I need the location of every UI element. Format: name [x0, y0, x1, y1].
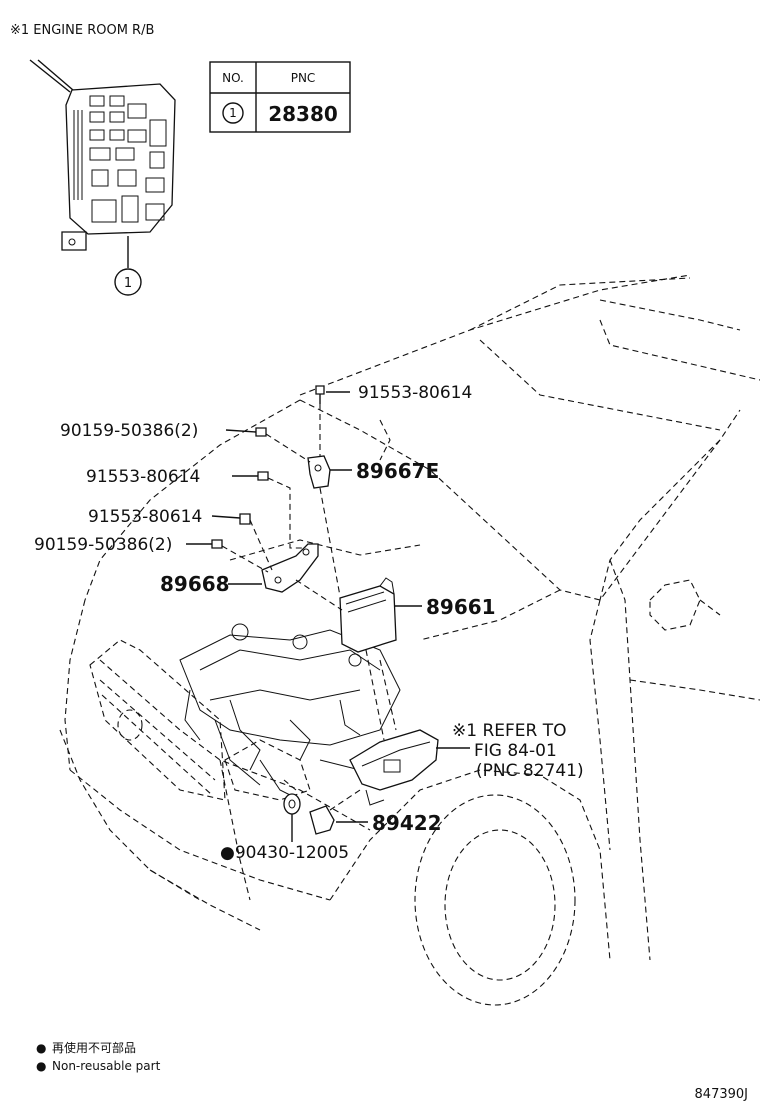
bolt-91553-lower: [239, 513, 251, 525]
bracket-89668: [261, 543, 319, 593]
label-91553-top: 91553-80614: [358, 383, 472, 403]
legend: ● 再使用不可部品 ● Non-reusable part: [36, 1040, 161, 1073]
gasket-90430: [283, 793, 301, 815]
label-90430: ●90430-12005: [220, 843, 349, 863]
label-89668: 89668: [160, 572, 230, 596]
legend-text-en: Non-reusable part: [52, 1059, 161, 1073]
legend-text-jp: 再使用不可部品: [52, 1040, 136, 1055]
label-89422: 89422: [372, 811, 442, 835]
figure-code: 847390J: [695, 1087, 748, 1102]
bracket-89667e: [307, 455, 331, 489]
label-91553-middle: 91553-80614: [86, 467, 200, 487]
engine-bay-illustration: [179, 623, 401, 801]
bolt-90159-upper: [255, 427, 267, 437]
legend-bullet-en: ●: [36, 1059, 46, 1073]
bolt-90159-lower: [211, 539, 223, 549]
table-row-no: 1: [229, 106, 237, 120]
refer-line-2: FIG 84-01: [474, 741, 557, 761]
label-89667e: 89667E: [356, 459, 439, 483]
bolt-91553-top: [315, 385, 325, 404]
table-header-no: NO.: [222, 71, 244, 85]
bolt-91553-middle: [257, 471, 269, 481]
ecu-89661: [339, 577, 397, 653]
label-91553-lower: 91553-80614: [88, 507, 202, 527]
callout-1-label: 1: [124, 276, 132, 291]
label-89661: 89661: [426, 595, 496, 619]
table-header-pnc: PNC: [291, 71, 316, 85]
header-title: ※1 ENGINE ROOM R/B: [10, 23, 154, 38]
label-90159-lower: 90159-50386(2): [34, 535, 172, 555]
vehicle-outline: [59, 274, 760, 1006]
refer-line-1: ※1 REFER TO: [452, 721, 567, 741]
pnc-table: NO. PNC 1 28380: [209, 61, 351, 133]
refer-line-3: (PNC 82741): [476, 761, 584, 781]
relay-block-82741: [349, 729, 439, 806]
table-row-pnc: 28380: [268, 102, 338, 126]
engine-room-relay-block-illustration: 1: [29, 59, 176, 296]
sensor-89422: [309, 805, 335, 835]
leader-lines: [186, 391, 470, 842]
label-90159-upper: 90159-50386(2): [60, 421, 198, 441]
legend-bullet-jp: ●: [36, 1041, 46, 1055]
